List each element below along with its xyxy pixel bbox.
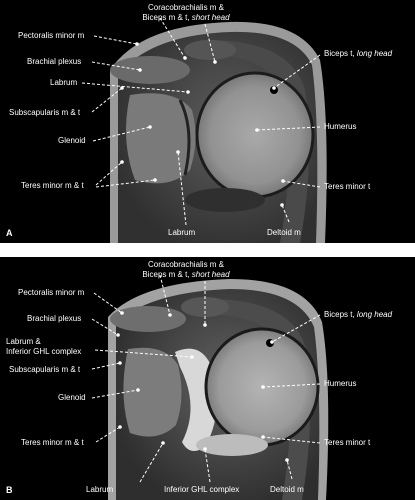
- label-labrum-bottom: Labrum: [168, 228, 196, 237]
- label-biceps-long-head: Biceps t, long head: [324, 49, 392, 59]
- mri-scan-image-a: [0, 0, 415, 243]
- mri-panel-b: Coracobrachialis m & Biceps m & t, short…: [0, 257, 415, 500]
- label-pectoralis-minor: Pectoralis minor m: [18, 288, 85, 297]
- panel-letter: B: [6, 485, 13, 495]
- panel-letter: A: [6, 228, 13, 238]
- label-teres-minor-mt: Teres minor m & t: [21, 438, 84, 447]
- label-text: Coracobrachialis m &: [147, 3, 225, 12]
- label-glenoid: Glenoid: [58, 393, 86, 402]
- label-subscapularis: Subscapularis m & t: [9, 108, 81, 117]
- label-labrum-ighl: Labrum & Inferior GHL complex: [6, 337, 81, 357]
- label-labrum-bottom: Labrum: [86, 485, 114, 494]
- label-text: Labrum &: [6, 337, 41, 346]
- label-text: Biceps t,: [324, 49, 355, 58]
- label-subscapularis: Subscapularis m & t: [9, 365, 81, 374]
- mri-panel-a: Coracobrachialis m & Biceps m & t, short…: [0, 0, 415, 243]
- label-text: Biceps t,: [324, 310, 355, 319]
- label-labrum-upper: Labrum: [50, 78, 78, 87]
- label-text: Coracobrachialis m &: [147, 260, 225, 269]
- label-glenoid: Glenoid: [58, 136, 86, 145]
- label-brachial-plexus: Brachial plexus: [27, 57, 82, 66]
- label-teres-minor-mt: Teres minor m & t: [21, 181, 84, 190]
- label-biceps-long-head: Biceps t, long head: [324, 310, 392, 320]
- label-humerus: Humerus: [324, 379, 357, 388]
- label-italic: long head: [356, 49, 393, 58]
- label-inferior-ghl: Inferior GHL complex: [164, 485, 240, 494]
- label-deltoid: Deltoid m: [270, 485, 304, 494]
- label-brachial-plexus: Brachial plexus: [27, 314, 82, 323]
- label-text: Inferior GHL complex: [6, 347, 82, 356]
- label-teres-minor-t: Teres minor t: [324, 182, 371, 191]
- label-italic: short head: [191, 13, 230, 22]
- mri-scan-image-b: [0, 257, 415, 500]
- label-italic: long head: [356, 310, 393, 319]
- label-text: Biceps m & t,: [142, 270, 190, 279]
- label-text: Biceps m & t,: [142, 13, 190, 22]
- panel-divider: [0, 243, 415, 257]
- label-italic: short head: [191, 270, 230, 279]
- label-coracobrachialis: Coracobrachialis m & Biceps m & t, short…: [116, 260, 256, 280]
- label-deltoid: Deltoid m: [267, 228, 301, 237]
- label-humerus: Humerus: [324, 122, 357, 131]
- label-coracobrachialis: Coracobrachialis m & Biceps m & t, short…: [116, 3, 256, 23]
- label-teres-minor-t: Teres minor t: [324, 438, 371, 447]
- label-pectoralis-minor: Pectoralis minor m: [18, 31, 85, 40]
